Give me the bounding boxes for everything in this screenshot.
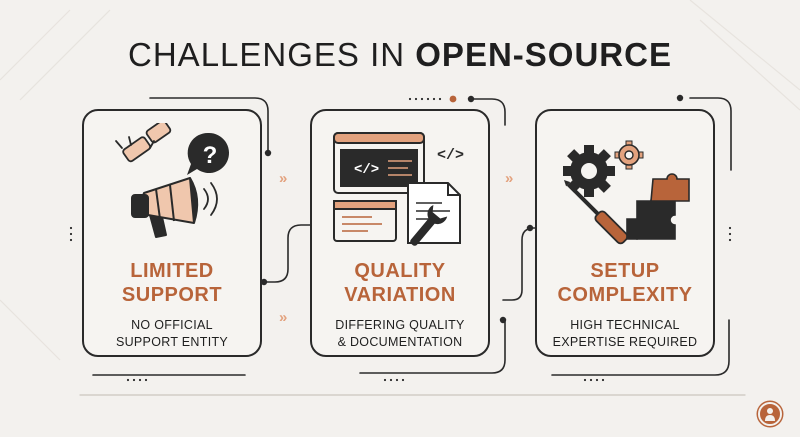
chevron-right-icon: » (279, 309, 288, 326)
gears-screwdriver-puzzle-icon (563, 140, 690, 245)
card-heading: SETUP COMPLEXITY (557, 260, 693, 306)
card-quality-variation: </> </> QUALITY VARIATION DIFFERING QUAL… (310, 109, 490, 357)
card-description: DIFFERING QUALITY & DOCUMENTATION (335, 318, 465, 349)
card-description: HIGH TECHNICAL EXPERTISE REQUIRED (552, 318, 698, 349)
question-mark: ? (203, 142, 218, 169)
person-icon (765, 408, 775, 421)
title-bold: OPEN-SOURCE (415, 36, 672, 73)
card-setup-complexity: SETUP COMPLEXITY HIGH TECHNICAL EXPERTIS… (535, 109, 715, 357)
chevron-right-icon: » (279, 170, 288, 187)
code-glyph-window: </> (354, 162, 379, 178)
title-light: CHALLENGES IN (128, 36, 416, 73)
megaphone-question-icon: ? (115, 123, 229, 238)
page-title: CHALLENGES IN OPEN-SOURCE (0, 33, 800, 77)
card-description: NO OFFICIAL SUPPORT ENTITY (115, 318, 229, 349)
code-glyph-floating: </> (437, 147, 464, 164)
card-heading: QUALITY VARIATION (344, 260, 456, 306)
brand-logo (758, 402, 782, 426)
card-heading: LIMITED SUPPORT (121, 260, 223, 306)
code-document-wrench-icon: </> </> (333, 132, 464, 246)
card-limited-support: ? LIMITED SUPPORT NO OFFICIAL SUPPORT EN… (82, 109, 262, 357)
chevron-right-icon: » (505, 170, 514, 187)
